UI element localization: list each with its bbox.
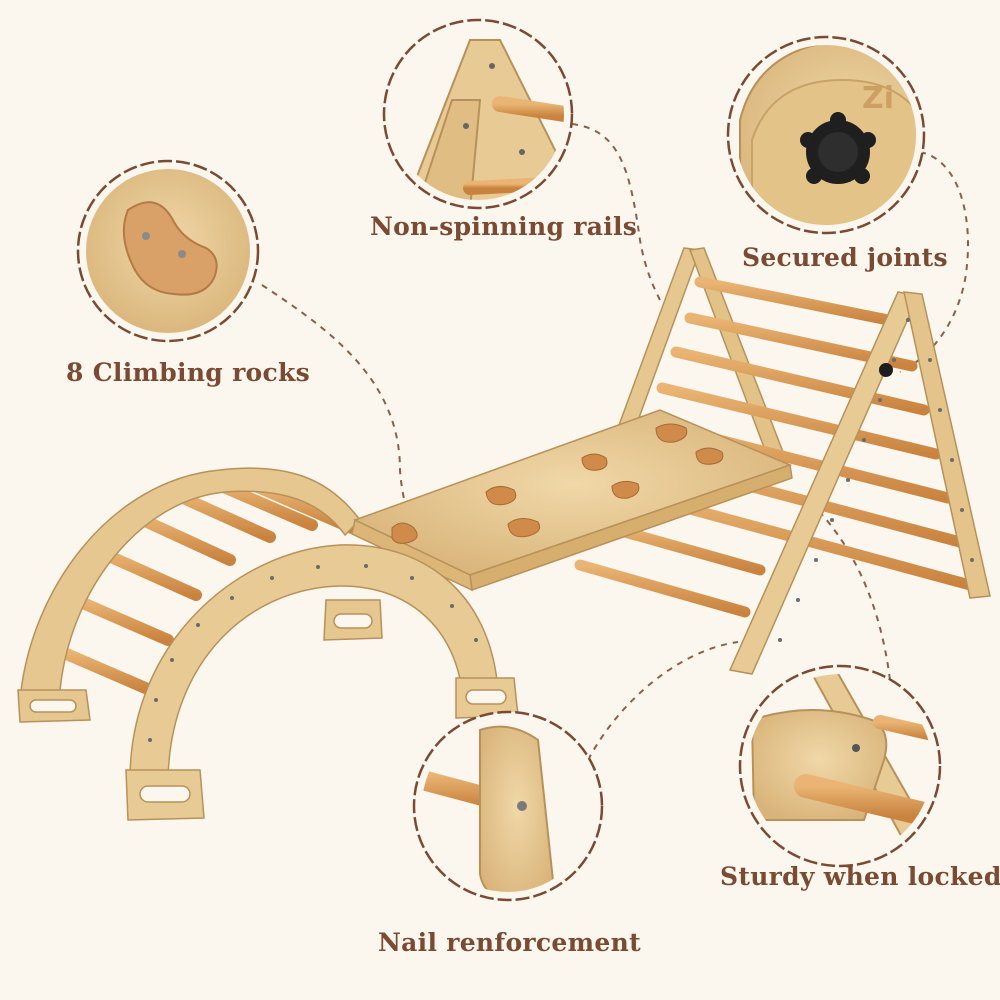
label-nail-reinforcement: Nail renforcement — [378, 928, 641, 957]
connector-nail — [587, 641, 739, 761]
climbing-rocks-on-board — [391, 423, 724, 544]
label-climbing-rocks: 8 Climbing rocks — [66, 358, 311, 387]
badge-sturdy-locked — [738, 664, 942, 868]
rail-rung-closeup — [492, 96, 564, 124]
secured-joint-knob — [879, 363, 893, 377]
badge-non-spinning-rails — [382, 18, 574, 210]
label-sturdy-locked: Sturdy when locked — [720, 862, 1000, 891]
climbing-board — [351, 409, 793, 592]
triangle-front-right-leg — [903, 291, 991, 599]
badge-nail-reinforcement — [412, 710, 604, 902]
badge-climbing-rocks — [76, 159, 260, 343]
joint-knob-icon — [800, 112, 876, 184]
climbing-rock-closeup — [122, 201, 218, 296]
nail-icon — [517, 801, 527, 811]
connector-locked — [807, 499, 891, 681]
label-non-spinning-rails: Non-spinning rails — [370, 212, 638, 241]
connector-joints — [899, 151, 969, 373]
board-side — [351, 518, 473, 592]
pikler-playset — [17, 247, 991, 821]
label-secured-joints: Secured joints — [742, 243, 948, 272]
brand-mark: Zi — [862, 81, 894, 116]
lock-rung-closeup — [794, 774, 932, 828]
connector-rails — [571, 123, 661, 301]
badge-secured-joints — [726, 35, 926, 235]
